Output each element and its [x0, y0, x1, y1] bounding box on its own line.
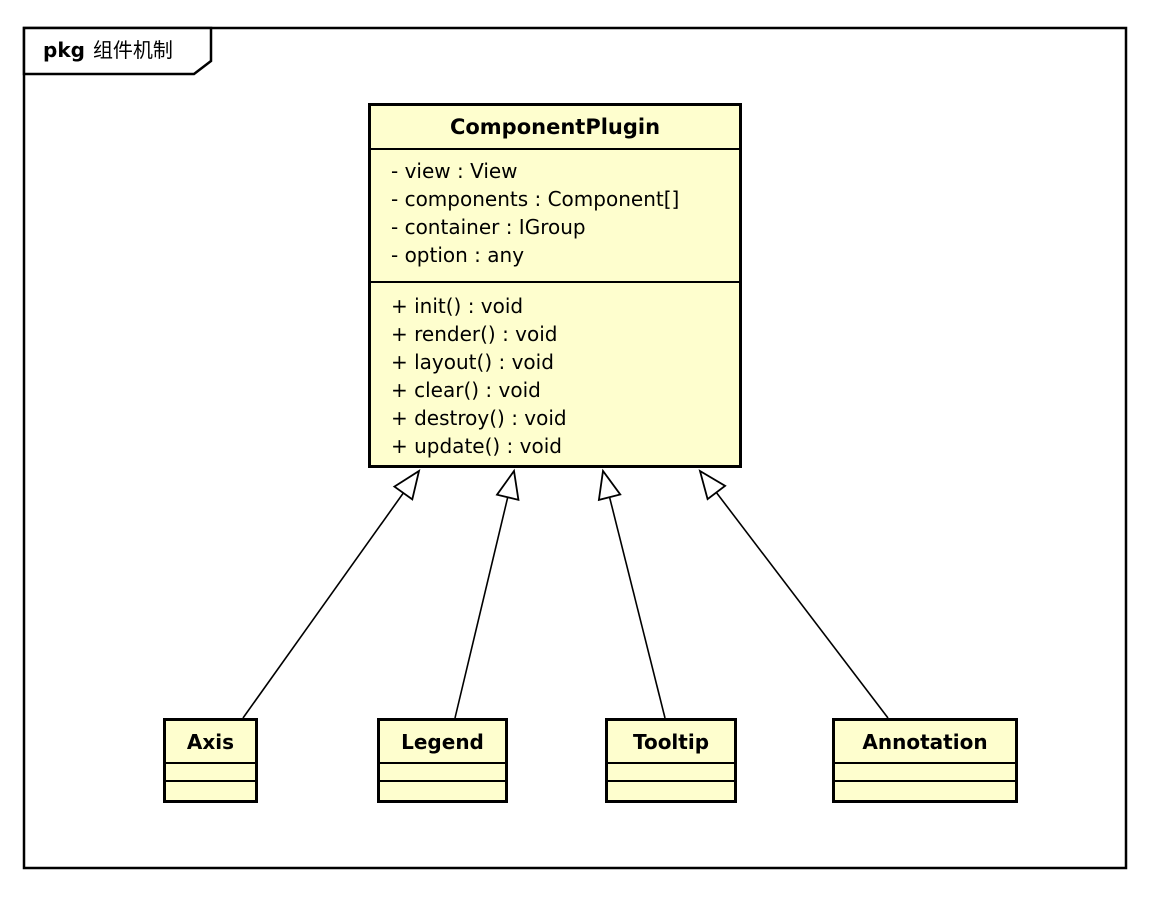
methods-compartment: + init() : void + render() : void + layo… — [371, 283, 739, 465]
generalization-arrow-axis — [242, 469, 421, 719]
methods-compartment-empty — [166, 780, 255, 800]
attribute-line: - container : IGroup — [391, 215, 586, 239]
attributes-compartment-empty — [380, 762, 505, 780]
method-line: + destroy() : void — [391, 406, 567, 430]
attributes-compartment-empty — [166, 762, 255, 780]
class-name: Tooltip — [632, 729, 710, 754]
attributes-compartment-empty — [608, 762, 734, 780]
methods-compartment-empty — [608, 780, 734, 800]
class-name: ComponentPlugin — [371, 106, 739, 150]
attributes-compartment-empty — [835, 762, 1015, 780]
package-tab — [22, 26, 213, 76]
class-name: Legend — [401, 729, 484, 754]
class-component-plugin: ComponentPlugin - view : View - componen… — [368, 103, 742, 468]
attribute-line: - option : any — [391, 243, 525, 267]
attribute-line: - view : View — [391, 159, 518, 183]
generalization-arrow-annotation — [698, 469, 889, 719]
method-line: + layout() : void — [391, 350, 554, 374]
generalization-arrow-legend — [454, 468, 520, 719]
methods-compartment-empty — [380, 780, 505, 800]
package-name: 组件机制 — [92, 38, 173, 62]
package-keyword: pkg — [43, 38, 85, 62]
class-name: Axis — [186, 729, 235, 754]
class-tooltip: Tooltip — [605, 718, 737, 803]
method-line: + update() : void — [391, 434, 562, 458]
class-annotation: Annotation — [832, 718, 1018, 803]
package-title: pkg 组件机制 — [43, 37, 173, 63]
methods-compartment-empty — [835, 780, 1015, 800]
class-legend: Legend — [377, 718, 508, 803]
method-line: + init() : void — [391, 294, 524, 318]
attributes-compartment: - view : View - components : Component[]… — [371, 150, 739, 283]
generalization-arrow-tooltip — [597, 468, 666, 719]
method-line: + clear() : void — [391, 378, 541, 402]
class-axis: Axis — [163, 718, 258, 803]
class-name: Annotation — [862, 729, 988, 754]
method-line: + render() : void — [391, 322, 558, 346]
attribute-line: - components : Component[] — [391, 187, 680, 211]
